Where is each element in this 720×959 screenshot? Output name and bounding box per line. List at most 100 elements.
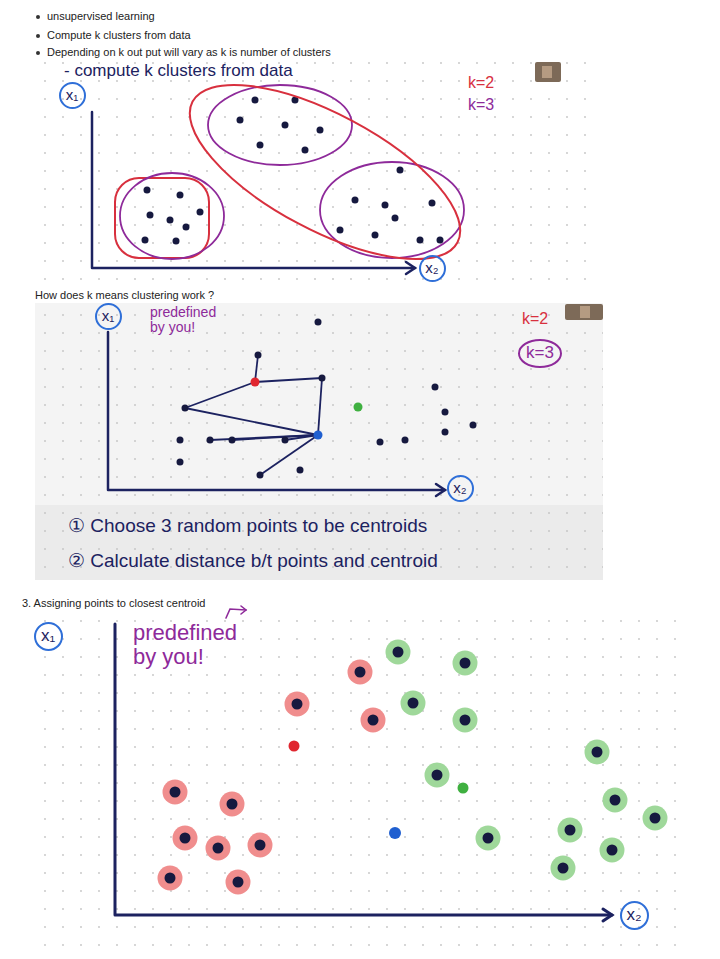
assignment-halo — [226, 870, 251, 895]
data-point — [372, 232, 379, 239]
axis-arrowhead — [436, 484, 445, 496]
data-point — [229, 437, 236, 444]
centroid-point — [251, 378, 260, 387]
axis-line — [92, 112, 415, 268]
squiggle-arrow — [226, 609, 246, 618]
data-point — [142, 237, 149, 244]
bullet-text: Compute k clusters from data — [47, 29, 191, 42]
assignment-halo — [643, 806, 668, 831]
handwritten-heading: - compute k clusters from data — [64, 61, 293, 81]
data-point — [177, 192, 184, 199]
assignment-halo — [558, 818, 583, 843]
bullet-dot — [36, 34, 40, 38]
handwritten-note: predefined by you! — [133, 621, 265, 669]
label-circle — [621, 902, 648, 929]
data-point — [417, 237, 424, 244]
assignment-halo — [248, 833, 273, 858]
data-point — [302, 147, 309, 154]
centroid-point — [289, 741, 300, 752]
centroid-point — [458, 783, 469, 794]
section-heading: 3. Assigning points to closest centroid — [22, 597, 205, 610]
panel-ground — [35, 612, 680, 952]
assignment-halo — [220, 792, 245, 817]
assignment-halo — [348, 660, 373, 685]
axis-label: x₂ — [425, 260, 438, 277]
k-label: k=2 — [468, 74, 494, 92]
axis-line — [108, 332, 445, 490]
axis-label: k=3 — [526, 344, 554, 363]
data-point — [182, 405, 189, 412]
data-point — [437, 237, 444, 244]
data-point — [282, 437, 289, 444]
data-point — [355, 667, 366, 678]
axis-label: x₁ — [41, 627, 55, 646]
circled-label: k=3 — [518, 339, 562, 368]
assignment-halo — [206, 836, 231, 861]
axis-label: x₂ — [453, 480, 466, 497]
label-circle — [420, 256, 445, 281]
data-point — [442, 429, 449, 436]
step-text: ② Calculate distance b/t points and cent… — [68, 550, 438, 572]
data-point — [173, 238, 180, 245]
section-heading: How does k means clustering work ? — [35, 289, 214, 302]
data-point — [432, 770, 443, 781]
label-circle — [60, 83, 85, 108]
label-circle — [519, 340, 561, 367]
data-point — [442, 409, 449, 416]
data-point — [177, 459, 184, 466]
assignment-halo — [361, 708, 386, 733]
label-circle — [448, 476, 473, 501]
data-point — [382, 202, 389, 209]
circled-label: x₁ — [59, 82, 86, 109]
data-point — [460, 658, 471, 669]
axis-label: x₁ — [102, 308, 115, 325]
assignment-halo — [173, 826, 198, 851]
cluster-outline — [208, 85, 352, 165]
circled-label: x₁ — [95, 303, 122, 330]
data-point — [227, 799, 238, 810]
data-point — [317, 127, 324, 134]
squiggle-arrow — [241, 606, 246, 614]
handwritten-note: predefined by you! — [150, 305, 234, 336]
data-point — [252, 97, 259, 104]
data-point — [315, 319, 322, 326]
assignment-halo — [551, 856, 576, 881]
assignment-halo — [163, 780, 188, 805]
data-point — [377, 439, 384, 446]
data-point — [319, 375, 326, 382]
data-point — [460, 715, 471, 726]
assignment-halo — [425, 763, 450, 788]
data-point — [177, 437, 184, 444]
data-point — [592, 747, 603, 758]
panel-ground — [35, 303, 603, 580]
data-point — [408, 698, 419, 709]
circled-label: x₂ — [620, 901, 649, 930]
bullet-dot — [36, 51, 40, 55]
distance-line — [255, 378, 322, 382]
data-point — [233, 877, 244, 888]
data-point — [393, 647, 404, 658]
cluster-outline — [120, 173, 224, 259]
assignment-halo — [285, 692, 310, 717]
data-point — [167, 217, 174, 224]
assignment-halo — [158, 866, 183, 891]
assignment-halo — [386, 640, 411, 665]
data-point — [483, 833, 494, 844]
data-point — [147, 212, 154, 219]
data-point — [170, 787, 181, 798]
bullet-dot — [36, 15, 40, 19]
axis-label: x₁ — [66, 87, 79, 104]
data-point — [297, 467, 304, 474]
panel-grid — [35, 612, 680, 952]
centroid-point — [354, 403, 363, 412]
assignment-halo — [453, 708, 478, 733]
assignment-halo — [453, 651, 478, 676]
data-point — [197, 209, 204, 216]
panel-ground — [35, 60, 595, 285]
data-point — [650, 813, 661, 824]
panel-band — [35, 505, 603, 580]
panel-grid — [35, 60, 595, 285]
centroid-point — [389, 827, 401, 839]
distance-line — [185, 408, 318, 435]
distance-line — [232, 435, 318, 440]
